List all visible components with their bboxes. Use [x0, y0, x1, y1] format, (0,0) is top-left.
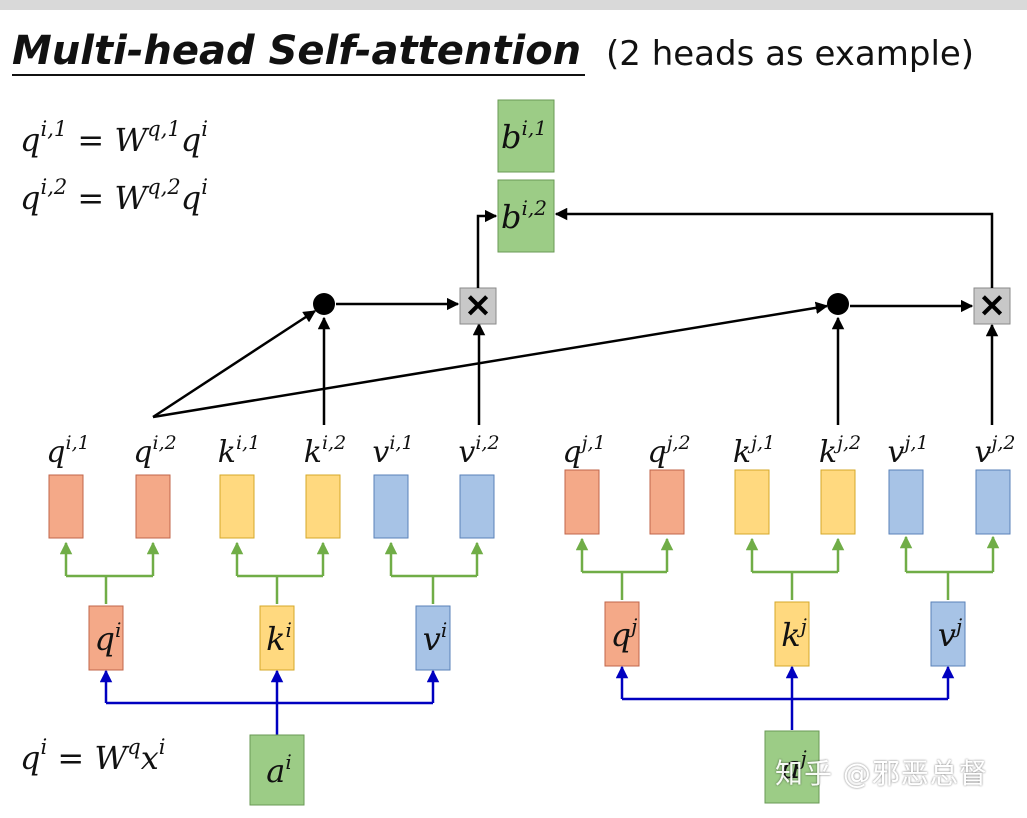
head-q-j-2-label: qj,2 [647, 432, 690, 470]
q-i-box [88, 605, 124, 671]
input-a-i-box [249, 734, 305, 806]
v-i-label: vi [423, 618, 447, 658]
k-i-box [259, 605, 295, 671]
dot-product-1 [313, 293, 335, 315]
head-v-i-1-label: vi,1 [372, 432, 413, 470]
head-v-j-1-label: vj,1 [888, 432, 929, 470]
multiply-2-symbol: ✕ [979, 287, 1006, 325]
q-i-label: qi [95, 618, 122, 658]
head-v-j-2-label: vj,2 [975, 432, 1016, 470]
head-q-j-1-box [564, 469, 600, 535]
equation-q-i-2: qi,2 = Wq,2qi [20, 175, 208, 218]
diagram-title: Multi-head Self-attention [12, 28, 586, 76]
head-k-i-2-box [305, 474, 341, 539]
output-b-i-2-box [497, 179, 555, 253]
multiply-1-symbol: ✕ [465, 287, 492, 325]
head-k-j-2-box [820, 469, 856, 535]
head-k-j-1-label: kj,1 [733, 432, 775, 470]
head-q-i-2-box [135, 474, 171, 539]
input-a-i-label: ai [266, 750, 291, 790]
dot-product-2 [827, 293, 849, 315]
attn-qi2-to-dot2 [152, 301, 829, 419]
head-k-j-2-label: kj,2 [819, 432, 861, 470]
head-q-i-2-label: qi,2 [133, 432, 176, 470]
mul2-to-bi2 [554, 207, 994, 288]
head-q-j-1-label: qj,1 [562, 432, 605, 470]
input-a-j-box [764, 730, 820, 804]
equation-q-i-wx: qi = Wqxi [20, 735, 166, 778]
k-j-label: kj [781, 614, 807, 654]
head-v-i-1-box [373, 474, 409, 539]
multiply-2-box [973, 287, 1011, 325]
head-q-j-2-box [649, 469, 685, 535]
head-k-i-1-box [219, 474, 255, 539]
top-bar [0, 0, 1027, 10]
head-v-j-2-box [975, 469, 1011, 535]
input-a-j-label: aj [781, 746, 806, 786]
head-k-i-2-label: ki,2 [304, 432, 346, 470]
head-v-i-2-label: vi,2 [458, 432, 499, 470]
q-j-box [604, 601, 640, 667]
v-i-box [415, 605, 451, 671]
head-k-i-1-label: ki,1 [218, 432, 260, 470]
head-k-j-1-box [734, 469, 770, 535]
equation-q-i-1: qi,1 = Wq,1qi [20, 117, 208, 160]
head-v-j-1-box [888, 469, 924, 535]
attn-qi2-to-dot1 [152, 309, 317, 419]
output-b-i-2-label: bi,2 [501, 196, 547, 236]
output-b-i-1-box [497, 99, 555, 173]
watermark: 知乎 @邪恶总督 [775, 757, 988, 790]
k-i-label: ki [266, 618, 292, 658]
multiply-1-box [459, 287, 497, 325]
head-q-i-1-label: qi,1 [46, 432, 89, 470]
head-q-i-1-box [48, 474, 84, 539]
output-b-i-1-label: bi,1 [501, 116, 547, 156]
diagram-subtitle: (2 heads as example) [606, 34, 975, 74]
q-j-label: qj [611, 614, 638, 654]
mul1-to-bi2 [476, 209, 498, 288]
v-j-label: vj [938, 614, 962, 654]
v-j-box [930, 601, 966, 667]
head-v-i-2-box [459, 474, 495, 539]
